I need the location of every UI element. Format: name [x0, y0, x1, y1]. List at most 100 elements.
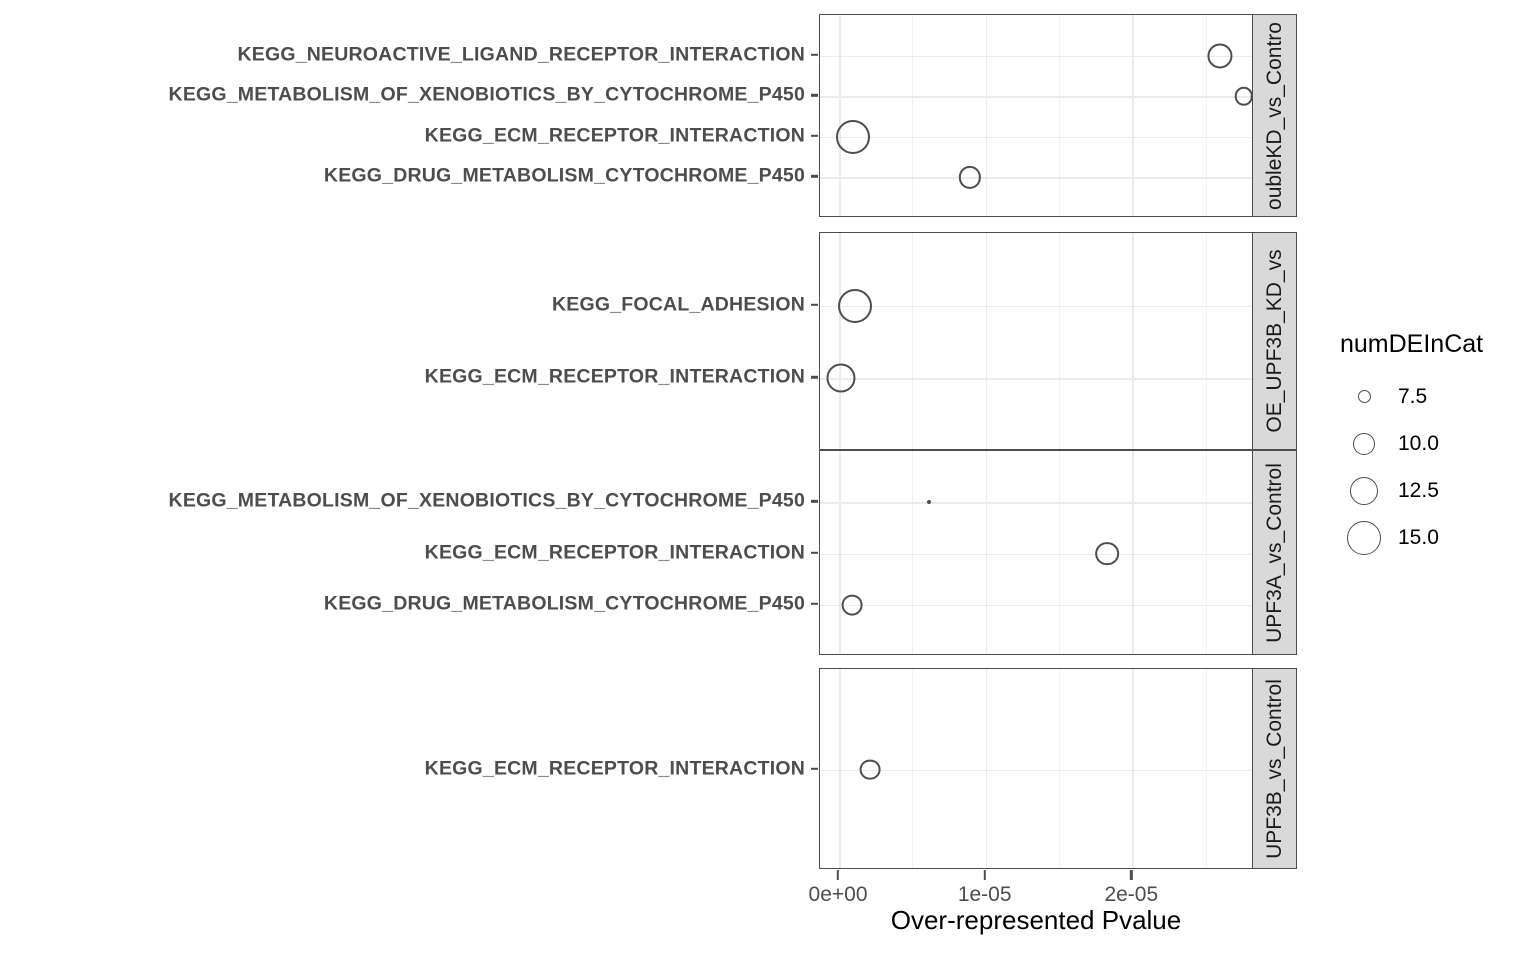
legend-item: 7.5: [1340, 373, 1530, 420]
x-axis-tick: [836, 870, 840, 880]
gridline-major: [985, 451, 988, 654]
gridline-horizontal: [820, 769, 1252, 772]
gridline-major: [839, 233, 841, 449]
gridline-horizontal: [820, 502, 1252, 504]
y-axis-tick: [811, 551, 818, 554]
gridline-horizontal: [820, 177, 1252, 179]
data-point: [859, 759, 881, 780]
x-axis-tick: [1130, 870, 1133, 880]
y-axis-label: KEGG_DRUG_METABOLISM_CYTOCHROME_P450: [323, 592, 805, 615]
x-axis-title: Over-represented Pvalue: [890, 905, 1182, 935]
y-axis-label: KEGG_DRUG_METABOLISM_CYTOCHROME_P450: [323, 164, 805, 187]
gridline-minor: [912, 669, 914, 868]
x-axis-tick-label: 2e-05: [1104, 883, 1159, 906]
y-axis-tick: [811, 134, 818, 137]
legend-label: 15.0: [1398, 525, 1439, 549]
legend-label: 10.0: [1398, 431, 1439, 455]
data-point: [1234, 86, 1252, 106]
y-axis-tick: [811, 602, 818, 605]
legend: numDEInCat 7.5 10.0 12.5 15.0: [1340, 330, 1530, 561]
facet-strip-upf3a: UPF3A_vs_Control: [1253, 450, 1297, 655]
gridline-major: [985, 15, 988, 216]
legend-key-circle-icon: [1340, 390, 1388, 403]
facet-row-2: OE_UPF3B_KD_vs: [819, 232, 1297, 450]
y-axis-label: KEGG_ECM_RECEPTOR_INTERACTION: [424, 541, 805, 563]
facet-row-3: UPF3A_vs_Control: [819, 450, 1297, 655]
data-point: [835, 119, 870, 154]
facet-panel-upf3a: [819, 450, 1253, 655]
gridline-horizontal: [820, 553, 1252, 556]
legend-item: 10.0: [1340, 420, 1530, 467]
legend-label: 7.5: [1398, 384, 1428, 408]
facet-panel-doublekd: [819, 14, 1253, 217]
gridline-horizontal: [820, 604, 1252, 607]
gridline-major: [985, 669, 988, 868]
gridline-minor: [1058, 233, 1060, 449]
y-axis-tick: [811, 53, 818, 56]
legend-key-circle-icon: [1340, 520, 1388, 555]
facet-panel-oe-upf3b-kd: [819, 232, 1253, 450]
y-axis-tick: [811, 767, 818, 770]
gridline-major: [839, 451, 841, 654]
legend-item: 15.0: [1340, 514, 1530, 561]
gridline-minor: [1205, 233, 1207, 449]
gridline-minor: [912, 233, 914, 449]
legend-items: 7.5 10.0 12.5 15.0: [1340, 373, 1530, 561]
x-axis-tick-label: 0e+00: [808, 883, 868, 906]
gridline-horizontal: [820, 96, 1252, 98]
gridline-minor: [912, 451, 914, 654]
gridline-minor: [1058, 669, 1060, 868]
x-axis-tick-label: 1e-05: [957, 883, 1012, 906]
data-point: [838, 288, 873, 323]
facet-strip-doublekd: oubleKD_vs_Contro: [1253, 14, 1297, 217]
y-axis-tick: [811, 93, 818, 97]
gridline-major: [1132, 15, 1134, 216]
facet-row-4: UPF3B_vs_Control: [819, 668, 1297, 869]
gridline-horizontal: [820, 378, 1252, 380]
data-point: [958, 166, 981, 189]
gridline-major: [1132, 669, 1134, 868]
gridline-minor: [1058, 15, 1060, 216]
y-axis-tick: [811, 376, 818, 379]
facet-panel-upf3b: [819, 668, 1253, 869]
gridline-major: [1132, 233, 1134, 449]
gridline-horizontal: [820, 136, 1252, 139]
y-axis-tick: [811, 500, 818, 503]
facet-row-1: oubleKD_vs_Contro: [819, 14, 1297, 217]
facet-strip-label-2: OE_UPF3B_KD_vs: [1262, 249, 1286, 433]
legend-key-circle-icon: [1340, 432, 1388, 455]
y-axis-label: KEGG_FOCAL_ADHESION: [552, 293, 805, 316]
data-point: [1095, 541, 1120, 566]
facet-strip-label-3: UPF3A_vs_Control: [1262, 462, 1286, 643]
facet-strip-oe-upf3b-kd: OE_UPF3B_KD_vs: [1253, 232, 1297, 450]
facet-strip-label-4: UPF3B_vs_Control: [1262, 678, 1286, 859]
y-axis-label: KEGG_ECM_RECEPTOR_INTERACTION: [424, 757, 805, 779]
gridline-minor: [1058, 451, 1060, 654]
data-point: [1207, 43, 1233, 69]
x-axis-tick: [983, 870, 986, 880]
gridline-minor: [1205, 451, 1207, 654]
gridline-horizontal: [820, 305, 1252, 308]
y-axis-label: KEGG_ECM_RECEPTOR_INTERACTION: [424, 124, 805, 147]
legend-item: 12.5: [1340, 467, 1530, 514]
facet-strip-upf3b: UPF3B_vs_Control: [1253, 668, 1297, 869]
gridline-major: [1132, 451, 1134, 654]
gridline-major: [839, 669, 841, 868]
legend-label: 12.5: [1398, 478, 1439, 502]
legend-key-circle-icon: [1340, 476, 1388, 505]
y-axis-label: KEGG_METABOLISM_OF_XENOBIOTICS_BY_CYTOCH…: [168, 489, 805, 512]
gridline-major: [985, 233, 988, 449]
legend-title: numDEInCat: [1340, 330, 1484, 358]
y-axis-label: KEGG_METABOLISM_OF_XENOBIOTICS_BY_CYTOCH…: [168, 83, 805, 106]
data-point: [826, 363, 856, 393]
gridline-minor: [1205, 669, 1207, 868]
gridline-minor: [912, 15, 914, 216]
y-axis-label: KEGG_ECM_RECEPTOR_INTERACTION: [424, 365, 805, 388]
data-point: [926, 500, 931, 505]
data-point: [841, 594, 863, 616]
y-axis-tick: [811, 303, 818, 306]
facet-strip-label-1: oubleKD_vs_Contro: [1262, 21, 1286, 210]
gridline-horizontal: [820, 55, 1252, 58]
gridline-major: [839, 15, 841, 216]
